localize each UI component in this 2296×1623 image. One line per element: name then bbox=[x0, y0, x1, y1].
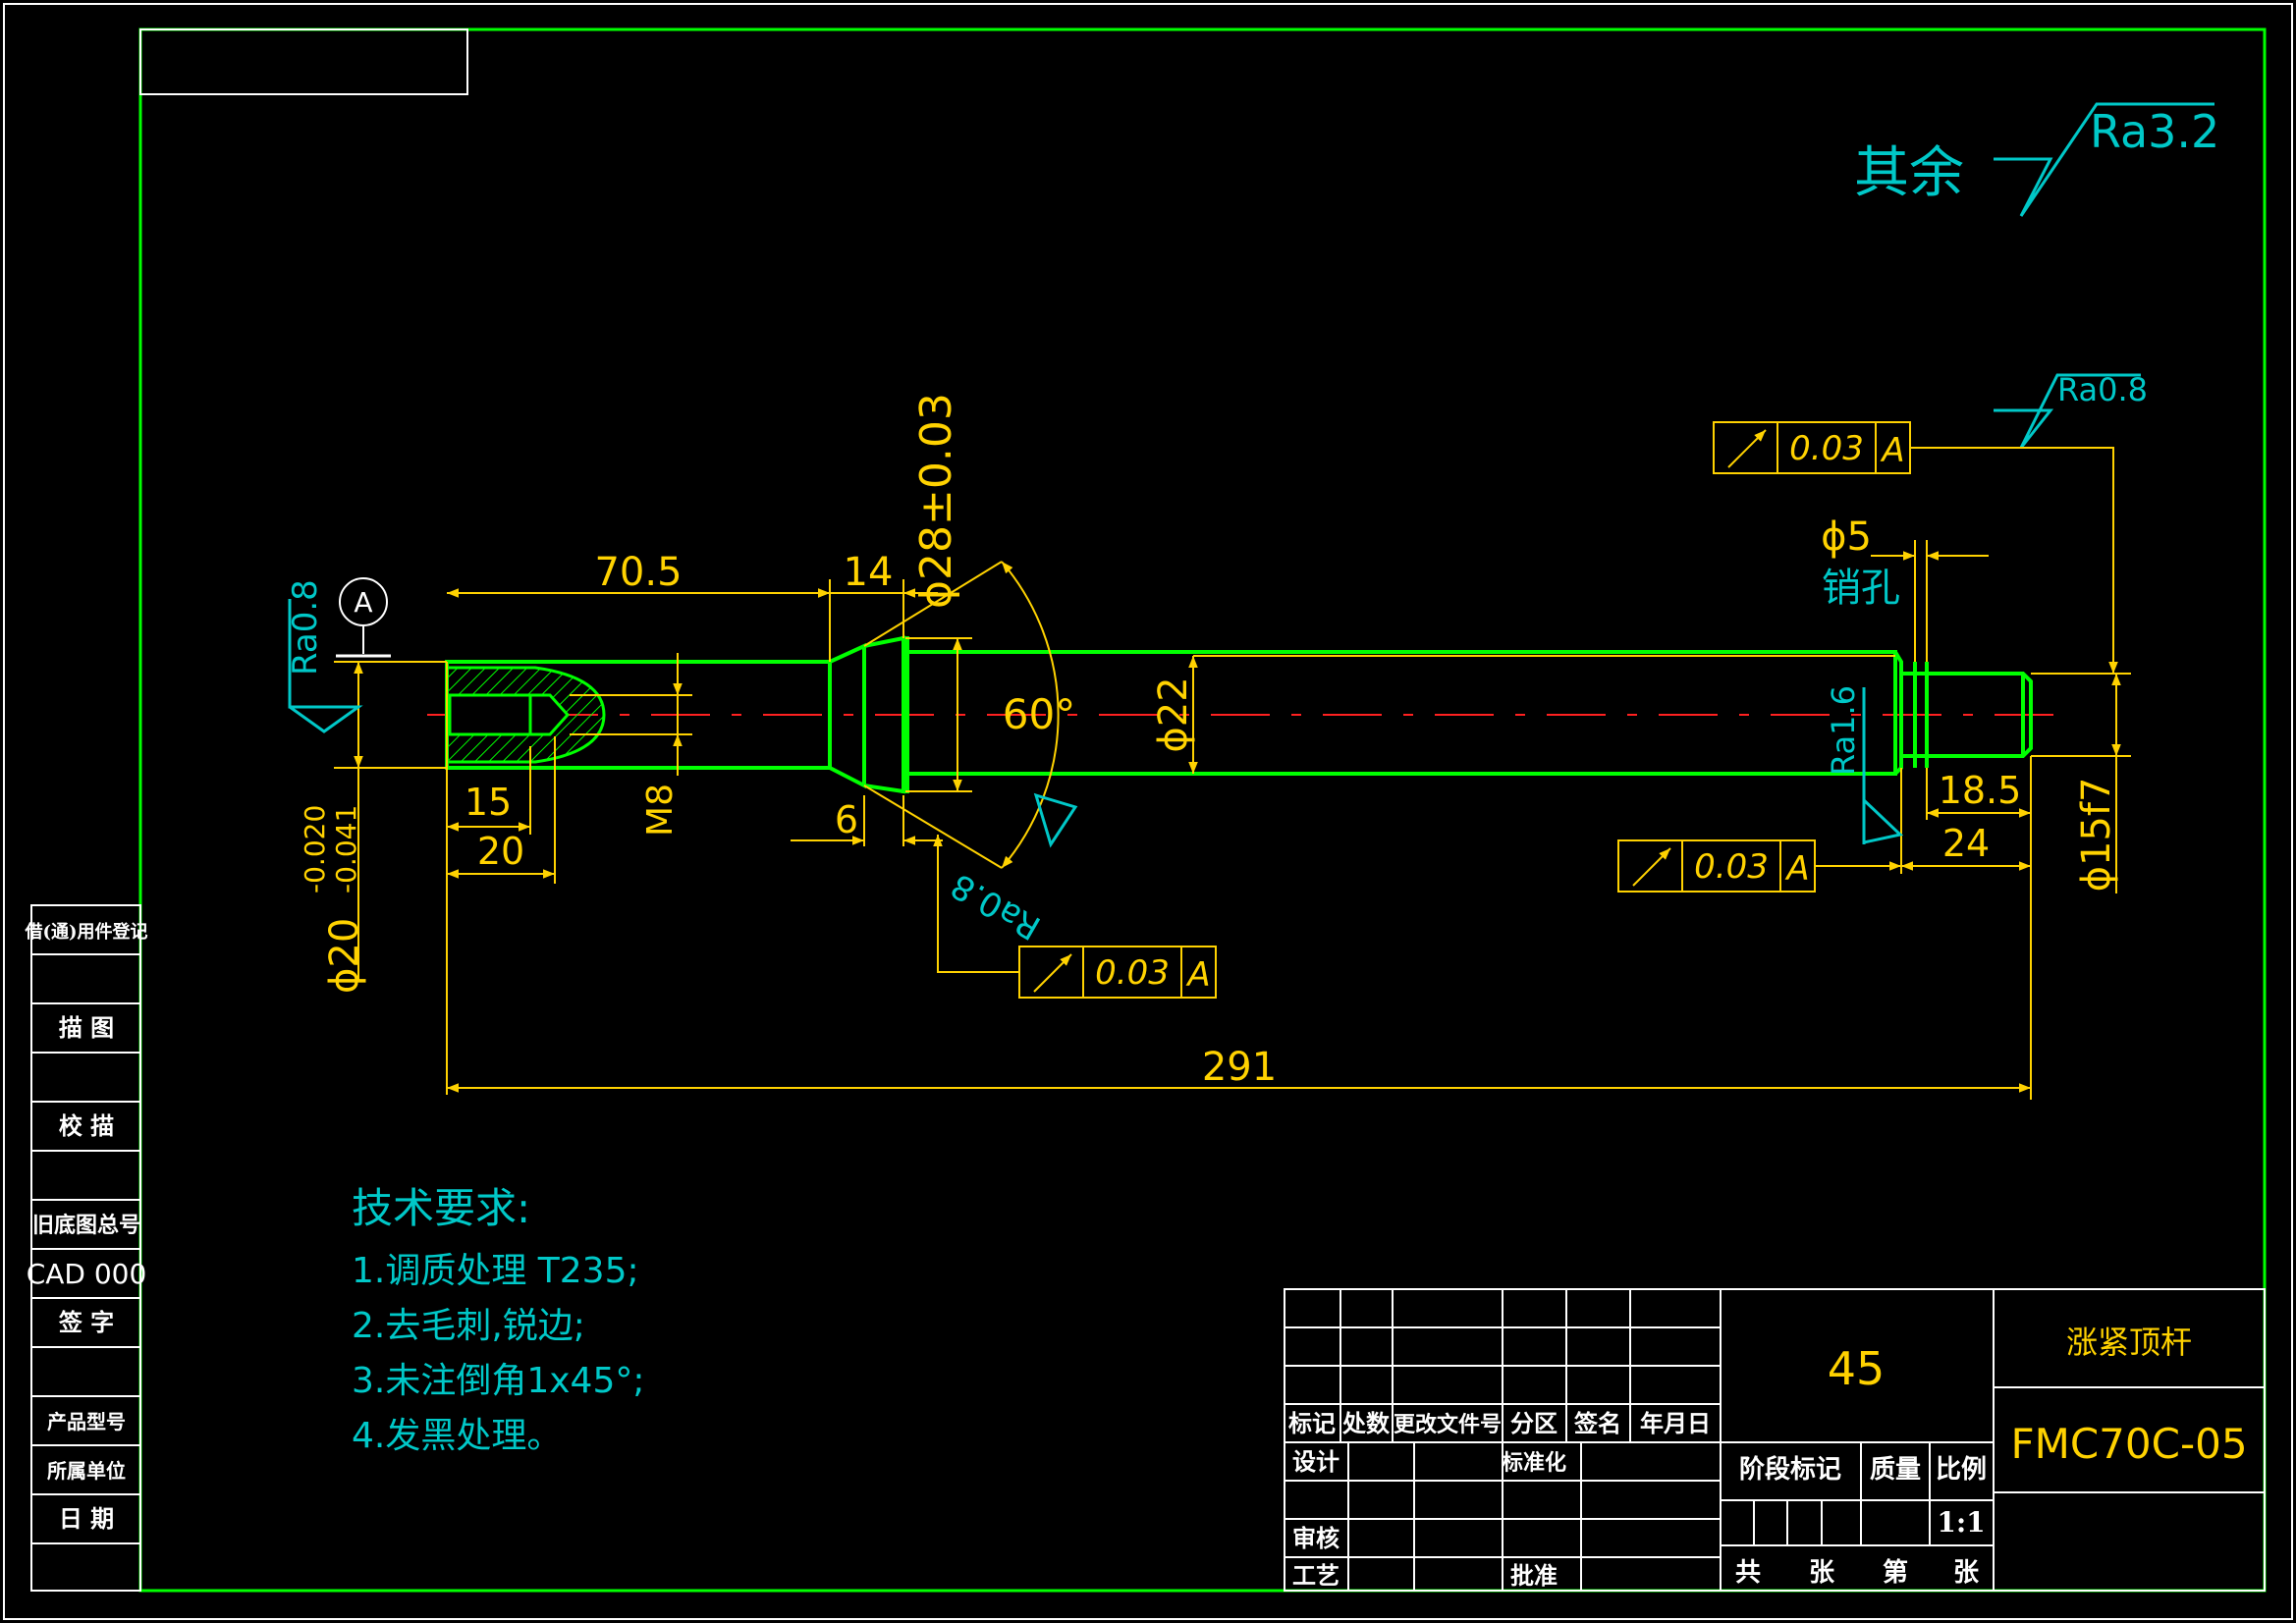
strip-unit: 所属单位 bbox=[47, 1459, 126, 1483]
tb-header-mark: 标记 bbox=[1288, 1409, 1336, 1437]
tb-review: 审核 bbox=[1292, 1524, 1339, 1552]
dim-70-5: 70.5 bbox=[594, 550, 682, 595]
dim-15: 15 bbox=[465, 781, 512, 824]
strip-checking: 校 描 bbox=[59, 1111, 114, 1140]
tb-approve: 批准 bbox=[1510, 1561, 1558, 1590]
tech-req-item-4: 4.发黑处理。 bbox=[352, 1416, 562, 1456]
dim-24: 24 bbox=[1942, 822, 1990, 865]
strip-product: 产品型号 bbox=[47, 1410, 126, 1434]
tb-scale-label: 比例 bbox=[1936, 1455, 1987, 1485]
tb-header-date: 年月日 bbox=[1640, 1409, 1711, 1437]
tb-standardization: 标准化 bbox=[1502, 1450, 1566, 1476]
dim-m8: M8 bbox=[640, 784, 681, 837]
datum-a-label: A bbox=[354, 586, 372, 619]
dim-291: 291 bbox=[1202, 1045, 1277, 1090]
tb-header-zone: 分区 bbox=[1510, 1409, 1558, 1437]
finish-right-shoulder-label: Ra1.6 bbox=[1825, 685, 1862, 776]
strip-sign: 签 字 bbox=[58, 1308, 114, 1336]
tb-sheet-no: 第 bbox=[1883, 1557, 1908, 1588]
general-finish-label: 其余 bbox=[1854, 141, 1964, 205]
general-surface-finish: 其余 Ra3.2 bbox=[1854, 102, 2219, 217]
strip-borrow: 借(通)用件登记 bbox=[24, 921, 147, 943]
pin-hole-label: 销孔 bbox=[1822, 566, 1900, 611]
dim-20: 20 bbox=[477, 830, 524, 873]
finish-right-shoulder: Ra1.6 bbox=[1825, 685, 1904, 844]
runout-right-datum: A bbox=[1784, 849, 1809, 889]
tech-req-title: 技术要求: bbox=[352, 1184, 530, 1232]
threaded-hole-section bbox=[445, 666, 606, 764]
tb-material: 45 bbox=[1828, 1342, 1886, 1395]
dimension-lines bbox=[334, 540, 2131, 1100]
tb-part-name: 涨紧顶杆 bbox=[2066, 1324, 2192, 1361]
drawing-frame bbox=[3, 3, 2293, 1620]
dim-dia-28: ϕ28±0.03 bbox=[911, 393, 961, 609]
runout-frame-right: 0.03 A bbox=[1617, 839, 1901, 893]
strip-tracing: 描 图 bbox=[59, 1013, 114, 1042]
runout-top-value: 0.03 bbox=[1789, 429, 1864, 468]
title-block: 标记 处数 更改文件号 分区 签名 年月日 设计 标准化 审核 工艺 批准 45… bbox=[1284, 1288, 2266, 1592]
dim-14: 14 bbox=[844, 550, 894, 595]
runout-frame-top: 0.03 A bbox=[1713, 421, 2118, 674]
tb-drawing-number: FMC70C-05 bbox=[2010, 1420, 2247, 1468]
strip-old-number: 旧底图总号 bbox=[32, 1213, 140, 1238]
strip-date: 日 期 bbox=[59, 1504, 114, 1533]
strip-cad: CAD 000 bbox=[27, 1258, 147, 1290]
finish-left-end: Ra0.8 bbox=[286, 579, 363, 733]
tb-mass: 质量 bbox=[1870, 1455, 1921, 1485]
tb-sheets-unit-1: 张 bbox=[1809, 1558, 1835, 1588]
tb-header-signature: 签名 bbox=[1573, 1409, 1621, 1437]
tb-sheets-unit-2: 张 bbox=[1953, 1558, 1980, 1588]
left-strip: 借(通)用件登记 描 图 校 描 旧底图总号 CAD 000 签 字 产品型号 … bbox=[24, 904, 148, 1592]
tb-scale-value: 1:1 bbox=[1937, 1506, 1985, 1539]
runout-right-value: 0.03 bbox=[1694, 847, 1769, 887]
tb-process: 工艺 bbox=[1292, 1561, 1339, 1590]
tb-design: 设计 bbox=[1292, 1447, 1339, 1476]
dim-dia-20-lower-tol: -0.041 bbox=[330, 805, 362, 893]
dim-18-5: 18.5 bbox=[1939, 769, 2022, 812]
surface-finish-symbol bbox=[1994, 102, 2214, 217]
tech-req-item-2: 2.去毛刺,锐边; bbox=[352, 1306, 585, 1346]
dim-dia-20-upper-tol: -0.020 bbox=[299, 805, 331, 893]
tb-header-count: 处数 bbox=[1341, 1409, 1391, 1437]
tech-req-item-3: 3.未注倒角1x45°; bbox=[352, 1361, 645, 1401]
finish-left-end-label: Ra0.8 bbox=[286, 579, 325, 676]
technical-requirements: 技术要求: 1.调质处理 T235; 2.去毛刺,锐边; 3.未注倒角1x45°… bbox=[352, 1184, 645, 1456]
dim-dia-15f7: ϕ15f7 bbox=[2074, 778, 2119, 893]
runout-taper-datum: A bbox=[1185, 955, 1210, 995]
tech-req-item-1: 1.调质处理 T235; bbox=[352, 1251, 639, 1291]
corner-box bbox=[139, 28, 468, 95]
datum-a-symbol: A bbox=[336, 577, 391, 658]
tb-header-change-doc: 更改文件号 bbox=[1394, 1412, 1502, 1437]
runout-taper-value: 0.03 bbox=[1095, 953, 1170, 993]
runout-top-datum: A bbox=[1880, 431, 1904, 470]
dim-6: 6 bbox=[835, 798, 858, 841]
general-finish-value: Ra3.2 bbox=[2090, 105, 2219, 158]
finish-right-top: Ra0.8 bbox=[1994, 371, 2148, 449]
tb-sheets-total: 共 bbox=[1735, 1558, 1761, 1588]
dim-dia-5: ϕ5 bbox=[1821, 514, 1872, 560]
runout-frame-taper: 0.03 A bbox=[933, 835, 1217, 999]
finish-taper-label: Ra0.8 bbox=[945, 865, 1048, 947]
dim-dia-22: ϕ22 bbox=[1151, 676, 1196, 752]
dim-dia-20: ϕ20 bbox=[322, 918, 367, 994]
finish-taper: Ra0.8 bbox=[945, 792, 1078, 947]
finish-right-top-label: Ra0.8 bbox=[2057, 371, 2148, 408]
tb-stage-mark: 阶段标记 bbox=[1739, 1454, 1841, 1485]
dim-angle-60: 60° bbox=[1003, 690, 1075, 738]
